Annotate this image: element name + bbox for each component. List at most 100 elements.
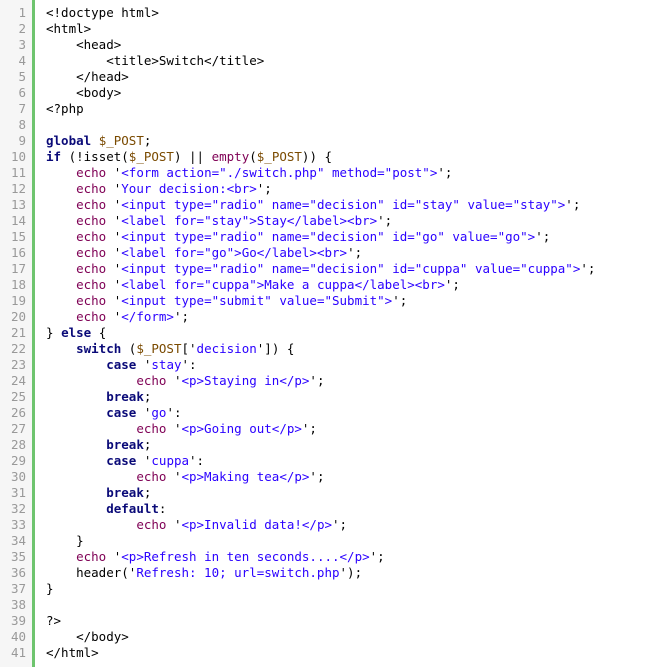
code-line[interactable]: 41</html> [0, 645, 654, 661]
code-line[interactable]: 14 echo '<label for="stay">Stay</label><… [0, 213, 654, 229]
line-source: case 'go': [46, 405, 181, 421]
code-token [46, 517, 136, 532]
code-token: echo [76, 181, 107, 196]
code-line[interactable]: 18 echo '<label for="cuppa">Make a cuppa… [0, 277, 654, 293]
code-token: <input type="submit" value="Submit"> [121, 293, 393, 308]
code-line[interactable]: 8 [0, 117, 654, 133]
code-line[interactable]: 28 break; [0, 437, 654, 453]
code-line[interactable]: 23 case 'stay': [0, 357, 654, 373]
code-line[interactable]: 17 echo '<input type="radio" name="decis… [0, 261, 654, 277]
line-source: break; [46, 437, 151, 453]
code-token [46, 261, 76, 276]
code-line[interactable]: 30 echo '<p>Making tea</p>'; [0, 469, 654, 485]
code-token: ' [106, 245, 122, 260]
code-line[interactable]: 38 [0, 597, 654, 613]
line-number: 6 [18, 85, 26, 100]
line-source: <body> [46, 85, 121, 101]
code-line[interactable]: 12 echo 'Your decision:<br>'; [0, 181, 654, 197]
code-line[interactable]: 29 case 'cuppa': [0, 453, 654, 469]
code-line[interactable]: 22 switch ($_POST['decision']) { [0, 341, 654, 357]
line-number: 26 [10, 405, 26, 420]
code-line[interactable]: 27 echo '<p>Going out</p>'; [0, 421, 654, 437]
code-token: '; [332, 517, 348, 532]
code-token: '; [437, 165, 453, 180]
line-source: echo '<p>Staying in</p>'; [46, 373, 324, 389]
code-token: '; [535, 229, 551, 244]
code-line[interactable]: 40 </body> [0, 629, 654, 645]
code-line[interactable]: 15 echo '<input type="radio" name="decis… [0, 229, 654, 245]
code-token: ?> [46, 613, 62, 628]
code-token: : [158, 501, 167, 516]
code-line[interactable]: 37} [0, 581, 654, 597]
code-token: <label for="cuppa">Make a cuppa</label><… [121, 277, 445, 292]
code-line[interactable]: 34 } [0, 533, 654, 549]
code-token [46, 469, 136, 484]
line-source: <title>Switch</title> [46, 53, 264, 69]
code-token: '; [173, 309, 190, 324]
code-token [46, 549, 76, 564]
code-token [46, 277, 76, 292]
code-line[interactable]: 33 echo '<p>Invalid data!</p>'; [0, 517, 654, 533]
code-token: echo [76, 293, 107, 308]
line-number: 9 [18, 133, 26, 148]
code-line[interactable]: 19 echo '<input type="submit" value="Sub… [0, 293, 654, 309]
code-token: ' [136, 453, 152, 468]
code-line[interactable]: 13 echo '<input type="radio" name="decis… [0, 197, 654, 213]
code-token: <input type="radio" name="decision" id="… [121, 229, 536, 244]
code-line[interactable]: 39 ?> [0, 613, 654, 629]
code-token: <label for="stay">Stay</label><br> [121, 213, 378, 228]
code-token: ; [143, 437, 152, 452]
line-number: 19 [10, 293, 26, 308]
code-token: <body> [46, 85, 122, 100]
code-line[interactable]: 26 case 'go': [0, 405, 654, 421]
code-area[interactable]: 1<!doctype html>2<html>3 <head>4 <title>… [0, 5, 654, 661]
code-token: ; [143, 485, 152, 500]
line-number: 39 [10, 613, 26, 628]
line-number: 32 [10, 501, 26, 516]
line-source: } [46, 581, 54, 597]
code-token: default [106, 501, 159, 516]
line-number-gutter [0, 0, 32, 667]
code-line[interactable]: 36 header('Refresh: 10; url=switch.php')… [0, 565, 654, 581]
code-line[interactable]: 4 <title>Switch</title> [0, 53, 654, 69]
code-token: echo [76, 213, 107, 228]
code-line[interactable]: 21} else { [0, 325, 654, 341]
code-line[interactable]: 24 echo '<p>Staying in</p>'; [0, 373, 654, 389]
code-line[interactable]: 3 <head> [0, 37, 654, 53]
code-line[interactable]: 35 echo '<p>Refresh in ten seconds....</… [0, 549, 654, 565]
line-number: 27 [10, 421, 26, 436]
code-line[interactable]: 7<?php [0, 101, 654, 117]
line-source: echo '<p>Invalid data!</p>'; [46, 517, 347, 533]
code-line[interactable]: 5 </head> [0, 69, 654, 85]
line-number: 5 [18, 69, 26, 84]
code-line[interactable]: 25 break; [0, 389, 654, 405]
line-source: </head> [46, 69, 129, 85]
code-line[interactable]: 20 echo '</form>'; [0, 309, 654, 325]
line-source: <html> [46, 21, 91, 37]
code-line[interactable]: 1<!doctype html> [0, 5, 654, 21]
code-token: <label for="go">Go</label><br> [121, 245, 348, 260]
line-source: case 'stay': [46, 357, 196, 373]
code-line[interactable]: 11 echo '<form action="./switch.php" met… [0, 165, 654, 181]
code-token [46, 437, 106, 452]
code-token: ' [106, 213, 122, 228]
code-token: ' [136, 405, 152, 420]
code-token: echo [76, 549, 107, 564]
line-number: 22 [10, 341, 26, 356]
line-source: if (!isset($_POST) || empty($_POST)) { [46, 149, 332, 165]
code-line[interactable]: 32 default: [0, 501, 654, 517]
code-line[interactable]: 31 break; [0, 485, 654, 501]
code-line[interactable]: 6 <body> [0, 85, 654, 101]
line-source: echo '<input type="radio" name="decision… [46, 197, 580, 213]
line-source: echo '<input type="radio" name="decision… [46, 261, 595, 277]
line-source: </body> [46, 629, 129, 645]
code-token: echo [76, 277, 107, 292]
code-line[interactable]: 16 echo '<label for="go">Go</label><br>'… [0, 245, 654, 261]
code-line[interactable]: 2<html> [0, 21, 654, 37]
code-token: ' [106, 549, 122, 564]
code-token: ' [166, 421, 182, 436]
code-token: <form action="./switch.php" method="post… [121, 165, 438, 180]
